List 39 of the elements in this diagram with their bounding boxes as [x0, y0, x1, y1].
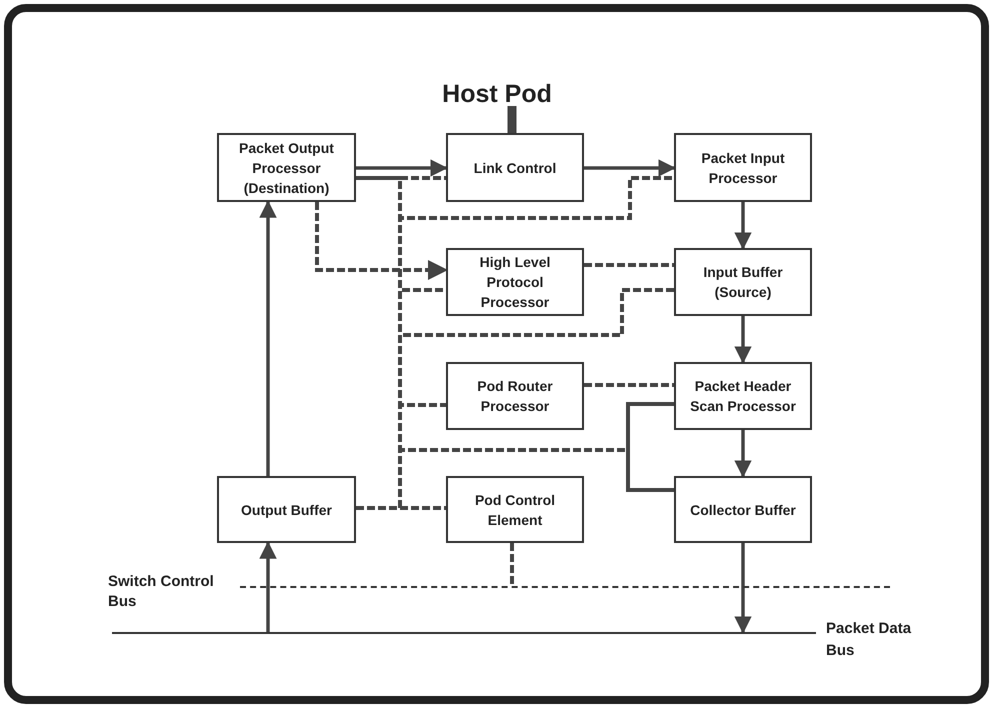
dashed-connector	[584, 263, 674, 267]
box-label: Packet Output Processor (Destination)	[238, 138, 335, 198]
process-box	[446, 362, 584, 430]
box-label: Packet Header Scan Processor	[689, 377, 797, 416]
process-box	[674, 476, 812, 543]
process-box	[674, 248, 812, 316]
title: Host Pod	[441, 79, 553, 110]
dashed-connector	[584, 383, 674, 387]
arrow	[259, 200, 277, 476]
bus-label: Packet Data Bus	[826, 619, 912, 661]
arrow	[259, 541, 277, 632]
box-label: Input Buffer (Source)	[702, 263, 784, 302]
process-box	[217, 476, 356, 543]
box-label: Pod Router Processor	[476, 377, 554, 416]
bus-label: Switch Control Bus	[108, 572, 215, 612]
arrow	[734, 316, 752, 364]
data-bus-line	[112, 632, 816, 634]
dashed-connector	[626, 402, 674, 492]
process-box	[674, 133, 812, 202]
process-box	[217, 133, 356, 202]
box-label: Collector Buffer	[690, 500, 796, 520]
dashed-connector	[315, 202, 448, 280]
dashed-connector	[510, 543, 514, 586]
arrow	[734, 430, 752, 478]
box-label: Pod Control Element	[474, 490, 556, 530]
process-box	[446, 133, 584, 202]
box-label: Packet Input Processor	[700, 148, 786, 188]
dashed-connector	[356, 448, 674, 510]
arrow	[734, 202, 752, 250]
arrow	[734, 543, 752, 634]
box-label: Output Buffer	[241, 500, 332, 520]
process-box	[446, 476, 584, 543]
process-box	[674, 362, 812, 430]
process-box	[446, 248, 584, 316]
box-label: High Level Protocol Processor	[478, 253, 552, 312]
box-label: Link Control	[474, 158, 556, 178]
arrow	[584, 159, 676, 177]
control-bus-line	[240, 586, 890, 589]
arrow	[356, 159, 448, 177]
